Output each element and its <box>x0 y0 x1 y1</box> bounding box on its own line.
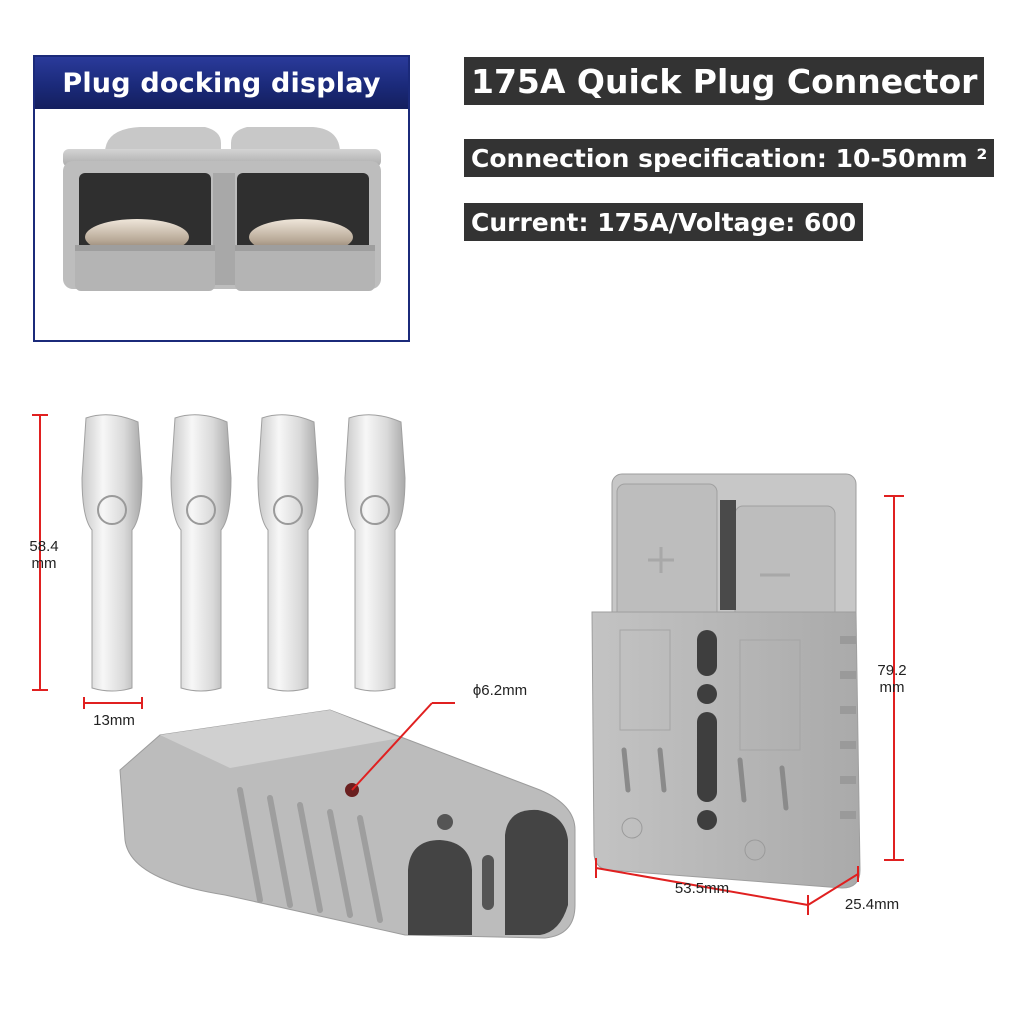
pin-length-dimension-line <box>32 414 48 691</box>
contact-pin-1 <box>81 414 143 692</box>
product-drawing <box>32 414 904 939</box>
housing-height-value: 79.2 <box>877 662 907 679</box>
contact-pin-2 <box>170 414 232 692</box>
contact-pin-3 <box>257 414 319 692</box>
connector-housing-rear-view <box>119 709 576 939</box>
connection-spec-label: Connection specification: 10-50mm ² <box>464 139 995 177</box>
housing-height-label: 79.2 mm <box>870 662 914 696</box>
pin-width-dimension-line <box>83 697 143 709</box>
pin-length-unit: mm <box>31 555 57 572</box>
hole-diameter-leader <box>351 702 455 791</box>
pin-length-label: 58.4 mm <box>22 538 66 572</box>
housing-height-dimension-line <box>884 495 904 861</box>
product-title: 175A Quick Plug Connector <box>464 57 985 105</box>
pin-length-value: 58.4 <box>29 538 59 555</box>
contact-pin-4 <box>344 414 406 692</box>
plug-docking-panel: Plug docking display <box>33 55 410 342</box>
housing-depth-label: 25.4mm <box>844 896 900 913</box>
housing-depth-dimension-line <box>807 866 859 906</box>
connector-housing-front-view <box>591 473 861 889</box>
docked-connector-image <box>63 127 381 291</box>
plug-docking-header: Plug docking display <box>35 57 408 109</box>
hole-diameter-label: ϕ6.2mm <box>472 682 528 699</box>
housing-width-label: 53.5mm <box>674 880 730 897</box>
plus-symbol-icon <box>648 547 674 573</box>
pin-width-label: 13mm <box>93 712 135 729</box>
current-voltage-label: Current: 175A/Voltage: 600 <box>464 203 864 241</box>
housing-height-unit: mm <box>879 679 905 696</box>
